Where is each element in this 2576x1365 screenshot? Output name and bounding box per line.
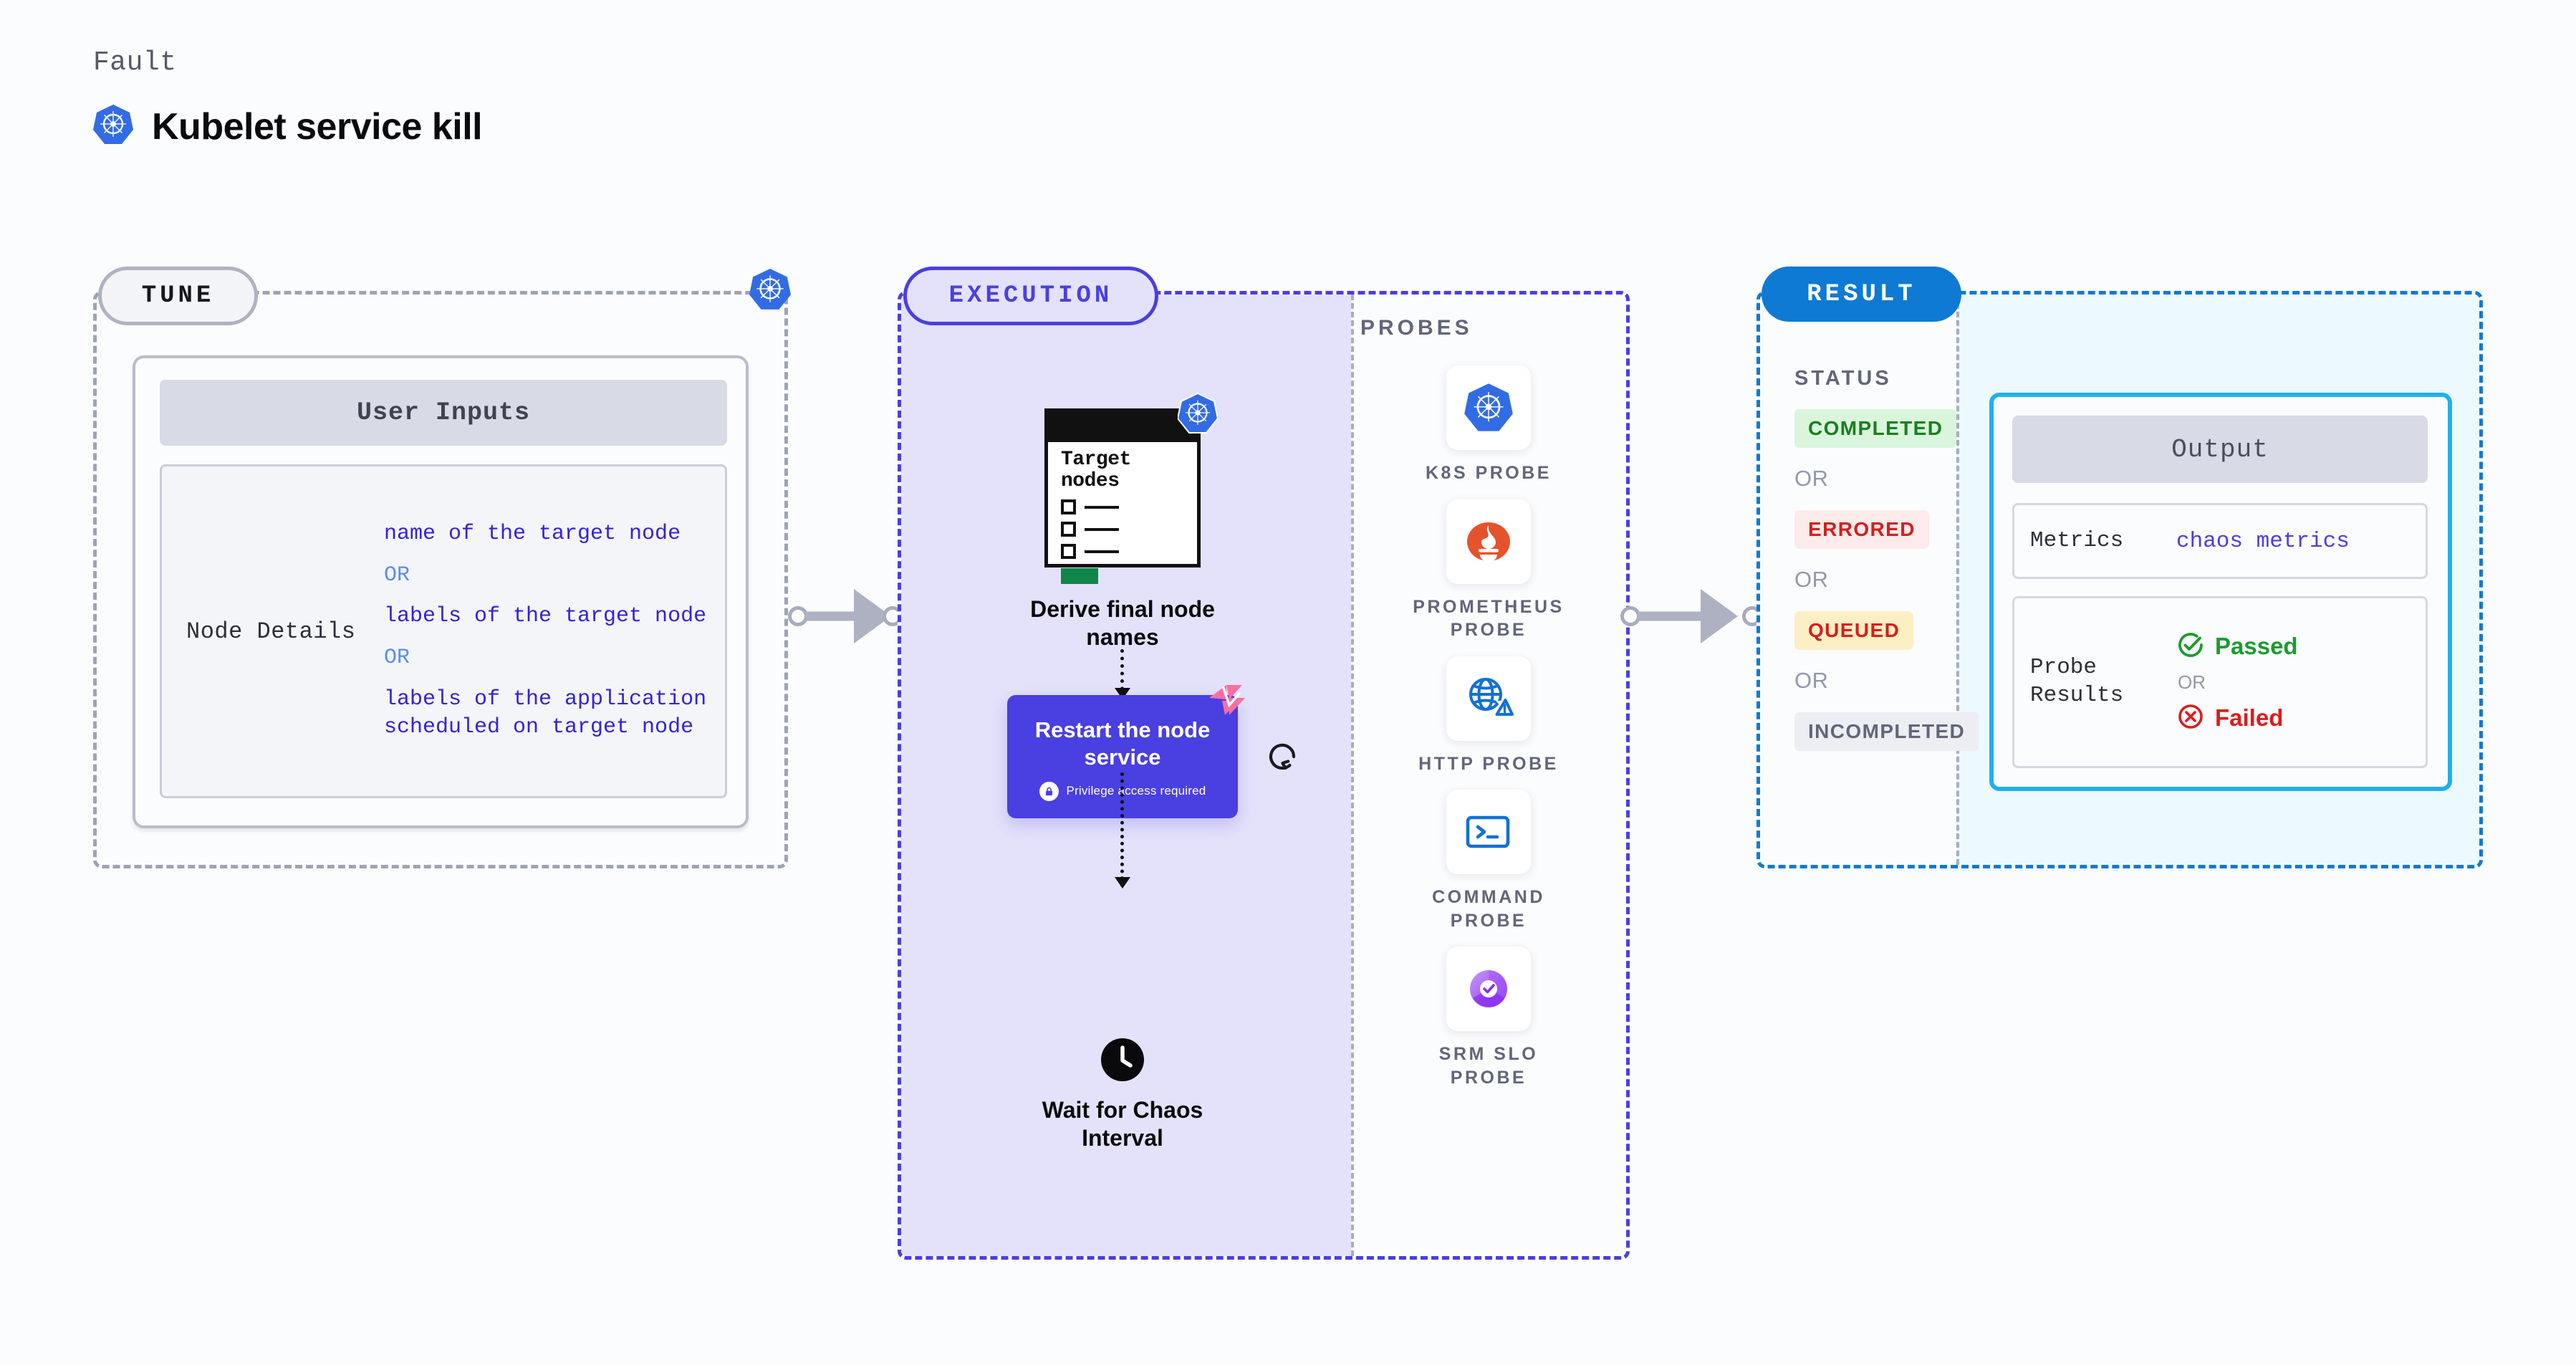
result-badge[interactable]: RESULT — [1762, 267, 1961, 322]
node-details-values: name of the target node OR labels of the… — [384, 520, 725, 742]
probe-result-or: OR — [2178, 671, 2206, 693]
probe-item-k8s[interactable]: K8S PROBE — [1381, 365, 1596, 485]
status-badge-queued: QUEUED — [1794, 611, 1914, 650]
node-details-row: Node Details name of the target node OR … — [160, 464, 727, 798]
probe-label: K8S PROBE — [1426, 463, 1552, 483]
status-or-3: OR — [1794, 668, 1829, 693]
metrics-row: Metrics chaos metrics — [2012, 503, 2428, 579]
output-header: Output — [2012, 416, 2428, 483]
node-details-label: Node Details — [186, 618, 356, 645]
probe-item-srm-slo[interactable]: SRM SLO PROBE — [1381, 947, 1596, 1089]
passed-label: Passed — [2215, 633, 2298, 659]
probe-results-key: Probe Results — [2030, 655, 2124, 708]
metrics-value[interactable]: chaos metrics — [2176, 528, 2350, 554]
status-badge-errored: ERRORED — [1794, 510, 1929, 549]
x-circle-icon — [2176, 702, 2205, 734]
check-circle-icon — [2176, 631, 2205, 663]
page-title: Kubelet service kill — [152, 105, 483, 148]
probe-result-failed: Failed — [2176, 702, 2426, 734]
kubernetes-icon — [749, 268, 791, 315]
node-detail-option-3: labels of the application scheduled on t… — [384, 686, 707, 740]
terminal-icon — [1446, 790, 1531, 874]
page-header: Fault Kubelet service kill — [93, 47, 483, 149]
connector-execution-to-result — [1620, 582, 1764, 651]
probe-label: SRM SLO PROBE — [1438, 1044, 1539, 1088]
output-card: Output Metrics chaos metrics Probe Resul… — [1989, 393, 2452, 791]
connector-shaft — [1638, 611, 1716, 621]
probe-results-row: Probe Results Passed OR — [2012, 596, 2428, 768]
probes-list: K8S PROBE PROMETHEUS PROBE — [1347, 291, 1630, 1260]
globe-warning-icon — [1446, 656, 1531, 741]
user-inputs-header: User Inputs — [160, 380, 727, 446]
probe-label: COMMAND PROBE — [1432, 887, 1545, 931]
probe-result-passed: Passed — [2176, 631, 2426, 663]
status-badge-completed: COMPLETED — [1794, 409, 1957, 448]
connector-tune-to-execution — [788, 582, 903, 651]
probes-section-label: PROBES — [1360, 316, 1473, 340]
status-or-2: OR — [1794, 567, 1829, 592]
probe-label: HTTP PROBE — [1418, 753, 1559, 774]
probe-item-command[interactable]: COMMAND PROBE — [1381, 790, 1596, 932]
probe-item-prometheus[interactable]: PROMETHEUS PROBE — [1381, 499, 1596, 642]
execution-badge[interactable]: EXECUTION — [903, 267, 1158, 325]
node-detail-or-1: OR — [384, 562, 410, 588]
status-column: STATUS COMPLETED OR ERRORED OR QUEUED OR… — [1794, 367, 1979, 751]
connector-shaft — [805, 611, 870, 621]
metrics-key: Metrics — [2030, 527, 2124, 553]
connector-arrowhead — [1701, 589, 1738, 643]
connector-dot-left — [1620, 606, 1640, 626]
node-detail-or-2: OR — [384, 646, 410, 670]
node-detail-option-1: name of the target node — [384, 522, 681, 547]
probes-divider — [1351, 294, 1354, 1256]
kubernetes-icon — [93, 104, 133, 149]
user-inputs-card: User Inputs Node Details name of the tar… — [133, 355, 749, 828]
failed-label: Failed — [2215, 704, 2284, 731]
status-label: STATUS — [1794, 367, 1892, 390]
prometheus-icon — [1446, 499, 1531, 584]
result-divider — [1956, 294, 1959, 865]
tune-badge[interactable]: TUNE — [98, 267, 258, 325]
srm-slo-icon — [1446, 947, 1531, 1031]
kubernetes-icon — [1446, 365, 1531, 450]
probe-label: PROMETHEUS PROBE — [1413, 596, 1565, 641]
probe-item-http[interactable]: HTTP PROBE — [1381, 656, 1596, 776]
status-badge-incompleted: INCOMPLETED — [1794, 712, 1979, 751]
execution-fill — [901, 294, 1351, 1256]
fault-kicker: Fault — [93, 47, 177, 78]
fault-title-row: Kubelet service kill — [93, 104, 483, 149]
status-or-1: OR — [1794, 466, 1829, 491]
node-detail-option-2: labels of the target node — [384, 604, 707, 629]
